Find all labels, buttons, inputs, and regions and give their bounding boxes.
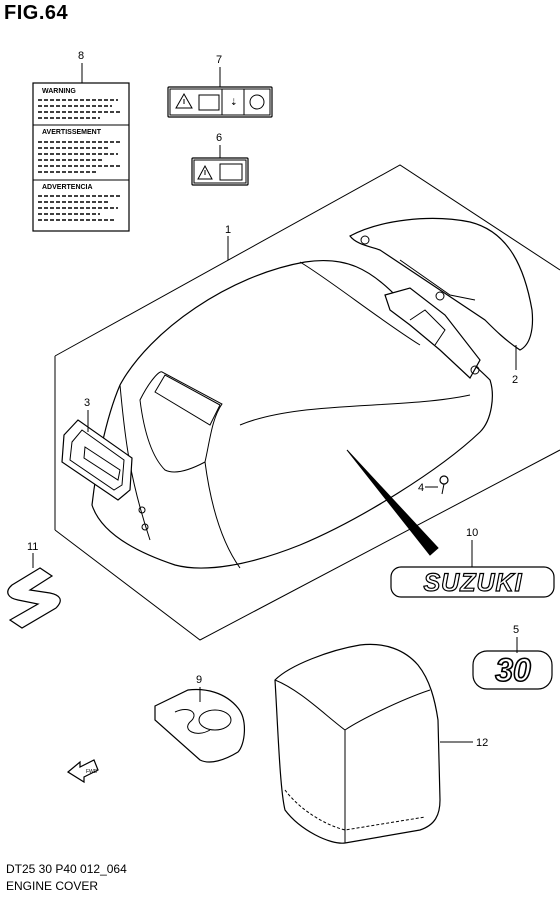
- callout-3: 3: [84, 397, 90, 409]
- intake-seal: [61, 419, 133, 501]
- diagram-name: ENGINE COVER: [6, 879, 99, 893]
- model-number-text: 30: [495, 652, 531, 688]
- callout-7: 7: [216, 54, 222, 66]
- callout-6: 6: [216, 132, 222, 144]
- diagram-code: DT25 30 P40 012_064: [6, 862, 127, 876]
- forward-direction-arrow: FWD: [66, 759, 99, 784]
- model-number-decal: 30: [472, 650, 553, 690]
- callout-1: 1: [225, 224, 231, 236]
- callout-9: 9: [196, 674, 202, 686]
- suzuki-decal: SUZUKI: [390, 566, 555, 598]
- callout-5: 5: [513, 624, 519, 636]
- cover-bag: [274, 643, 441, 844]
- storage-bag: [154, 688, 245, 763]
- callout-11: 11: [27, 541, 38, 553]
- warning-section-3: ADVERTENCIA: [42, 184, 93, 191]
- svg-text:⇣: ⇣: [230, 97, 238, 107]
- engine-cover: [91, 259, 493, 569]
- caution-decal-large: ⇣: [167, 86, 273, 118]
- caution-decal-small: [191, 157, 249, 186]
- s-emblem-decal: [7, 567, 61, 629]
- screw: [439, 475, 449, 495]
- suzuki-wordmark: SUZUKI: [423, 569, 522, 597]
- assembly-outline: [54, 164, 560, 641]
- rear-cover: [349, 217, 534, 379]
- fwd-arrow-label: FWD: [86, 769, 98, 775]
- callout-10: 10: [466, 527, 478, 539]
- warning-label-sheet: WARNING AVERTISSEMENT ADVERTENCIA: [32, 82, 130, 232]
- callout-leaders: [32, 63, 518, 743]
- callout-numbers: 1 2 3 4 5 6 7 8 9 10 11 12: [27, 50, 519, 749]
- callout-4: 4: [418, 482, 424, 494]
- callout-8: 8: [78, 50, 84, 62]
- warning-section-2: AVERTISSEMENT: [42, 129, 102, 136]
- warning-section-1: WARNING: [42, 88, 76, 95]
- callout-12: 12: [476, 737, 488, 749]
- figure-title: FIG.64: [4, 2, 69, 24]
- callout-2: 2: [512, 374, 518, 386]
